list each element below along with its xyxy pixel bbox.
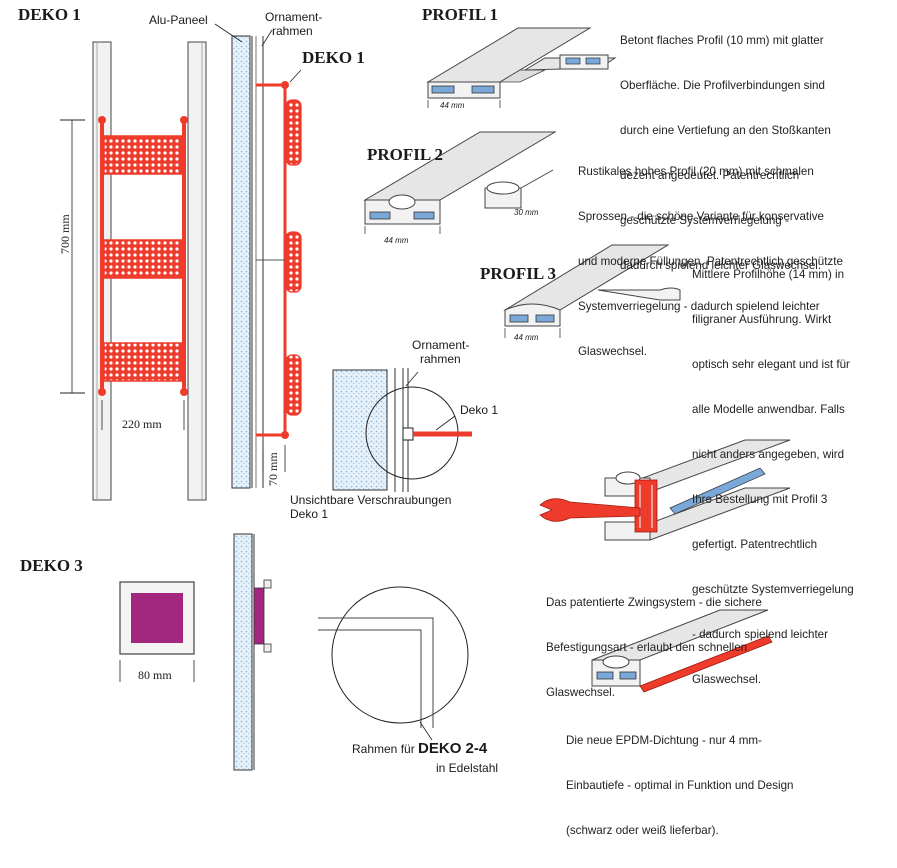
ornament-rahmen-label-2: rahmen (272, 24, 313, 38)
profil3-desc-line: nicht anders angegeben, wird (692, 448, 845, 461)
profil2-desc-line: Systemverriegelung - dadurch spielend le… (578, 300, 820, 313)
ornament-rahmen-label-1: Ornament- (265, 10, 323, 24)
profil2-desc-line: Rustikales hohes Profil (20 mm) mit schm… (578, 165, 814, 178)
profil1-heading: PROFIL 1 (422, 5, 499, 24)
dim-220: 220 mm (122, 417, 162, 431)
profil2-heading: PROFIL 2 (367, 145, 444, 164)
unsichtbare-label-2: Deko 1 (290, 507, 329, 521)
ornament-rahmen-detail-2: rahmen (420, 352, 461, 366)
deko1-side-section (214, 23, 302, 489)
profil1-desc-line: dezent angedeutet. Patentrechtlich (620, 169, 800, 182)
profil1-desc-line: Oberfläche. Die Profilverbindungen sind (620, 79, 825, 92)
epdm-description: Die neue EPDM-Dichtung - nur 4 mm- Einba… (566, 703, 794, 868)
dim-profil3-44: 44 mm (514, 333, 539, 342)
profil1-desc-line: durch eine Vertiefung an den Stoßkanten (620, 124, 831, 137)
profil3-desc-line: geschützte Systemverriegelung (692, 583, 854, 596)
profil2-description: Rustikales hohes Profil (20 mm) mit schm… (578, 134, 843, 389)
screw-detail (332, 368, 472, 492)
dim-profil2-30: 30 mm (514, 208, 539, 217)
profil3-desc-line: optisch sehr elegant und ist für (692, 358, 850, 371)
zwing-description: Das patentierte Zwingsystem - die sicher… (546, 565, 762, 730)
profil3-desc-line: - dadurch spielend leichter (692, 628, 828, 641)
profil1-drawing (426, 27, 617, 108)
profil2-drawing (363, 131, 557, 234)
profil1-description: Betont flaches Profil (10 mm) mit glatte… (620, 3, 831, 303)
deko1-arrow-label: Deko 1 (460, 403, 499, 417)
in-edelstahl-label: in Edelstahl (436, 761, 499, 775)
ornament-rahmen-detail-1: Ornament- (412, 338, 470, 352)
deko1-red-heading: DEKO 1 (302, 48, 365, 67)
deko1-front-view (60, 41, 207, 501)
profil1-desc-line: dadurch spielend leichter Glaswechsel. (620, 259, 822, 272)
rahmen-fuer-bold: DEKO 2-4 (418, 740, 488, 757)
profil3-desc-line: filigraner Ausführung. Wirkt (692, 313, 832, 326)
rahmen-fuer-label: Rahmen für DEKO 2-4 (352, 740, 488, 757)
deko3-heading: DEKO 3 (20, 556, 83, 575)
alu-paneel-label: Alu-Paneel (149, 13, 208, 27)
profil3-heading: PROFIL 3 (480, 264, 557, 283)
profil2-desc-line: Glaswechsel. (578, 345, 647, 358)
catalog-page: DEKO 1 DEKO 1 DEKO 3 PROFIL 1 PROFIL 2 P… (18, 3, 854, 837)
profil3-description: Mittlere Profilhöhe (14 mm) in filigrane… (692, 237, 854, 717)
profil3-desc-line: alle Modelle anwendbar. Falls (692, 403, 845, 416)
rahmen-fuer-prefix: Rahmen für (352, 742, 415, 756)
epdm-desc-line: Einbautiefe - optimal in Funktion und De… (566, 779, 794, 792)
technical-drawings (60, 23, 791, 771)
epdm-desc-line: Die neue EPDM-Dichtung - nur 4 mm- (566, 734, 762, 747)
profil3-desc-line: Ihre Bestellung mit Profil 3 (692, 493, 828, 506)
deko1-heading: DEKO 1 (18, 5, 81, 24)
profil2-desc-line: Sprossen - die schöne Variante für konse… (578, 210, 824, 223)
profil3-drawing (503, 244, 681, 338)
zwing-desc-line: Das patentierte Zwingsystem - die sicher… (546, 596, 762, 609)
zwing-desc-line: Befestigungsart - erlaubt den schnellen (546, 641, 748, 654)
dim-70: 70 mm (266, 452, 280, 486)
profil1-desc-line: Betont flaches Profil (10 mm) mit glatte… (620, 34, 824, 47)
deko3-drawings (119, 533, 469, 771)
profil3-desc-line: gefertigt. Patentrechtlich (692, 538, 818, 551)
epdm-desc-line: (schwarz oder weiß lieferbar). (566, 824, 719, 837)
dim-80: 80 mm (138, 668, 172, 682)
dim-profil2-44: 44 mm (384, 236, 409, 245)
profil1-desc-line: geschützte Systemverriegelung - (620, 214, 789, 227)
unsichtbare-label-1: Unsichtbare Verschraubungen (290, 493, 452, 507)
profil3-desc-line: Glaswechsel. (692, 673, 761, 686)
epdm-drawing (591, 609, 773, 693)
dim-700: 700 mm (58, 214, 72, 254)
profil2-desc-line: und moderne Füllungen. Patentrechtlich g… (578, 255, 843, 268)
dim-profil1-44: 44 mm (440, 101, 465, 110)
profil3-desc-line: Mittlere Profilhöhe (14 mm) in (692, 268, 845, 281)
zwing-desc-line: Glaswechsel. (546, 686, 615, 699)
zwing-drawing (539, 439, 791, 541)
